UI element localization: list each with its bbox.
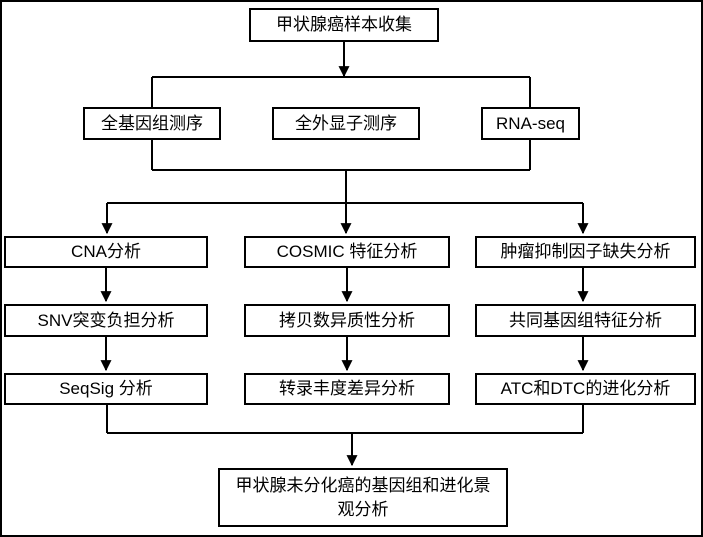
node-rna-seq-label: RNA-seq <box>496 113 565 133</box>
node-atc-dtc-evolution-analysis: ATC和DTC的进化分析 <box>475 373 696 405</box>
node-snv-mutation-burden-analysis: SNV突变负担分析 <box>4 304 208 337</box>
node-final-genomic-evolution-landscape-label: 甲状腺未分化癌的基因组和进化景 观分析 <box>235 475 491 519</box>
node-tumor-suppressor-loss-analysis: 肿瘤抑制因子缺失分析 <box>475 236 696 268</box>
node-tumor-suppressor-loss-analysis-label: 肿瘤抑制因子缺失分析 <box>500 242 671 262</box>
node-whole-exome-sequencing-label: 全外显子测序 <box>295 113 397 133</box>
node-transcript-abundance-diff-analysis: 转录丰度差异分析 <box>244 373 450 405</box>
node-cosmic-signature-analysis: COSMIC 特征分析 <box>244 236 450 268</box>
node-copy-number-heterogeneity-analysis: 拷贝数异质性分析 <box>244 304 450 337</box>
node-snv-mutation-burden-analysis-label: SNV突变负担分析 <box>37 310 175 330</box>
node-whole-genome-sequencing-label: 全基因组测序 <box>101 113 203 133</box>
node-copy-number-heterogeneity-analysis-label: 拷贝数异质性分析 <box>279 310 415 330</box>
node-seqsig-analysis: SeqSig 分析 <box>4 373 208 405</box>
node-cna-analysis: CNA分析 <box>4 236 208 268</box>
node-transcript-abundance-diff-analysis-label: 转录丰度差异分析 <box>279 379 415 399</box>
node-whole-exome-sequencing: 全外显子测序 <box>272 107 420 140</box>
node-rna-seq: RNA-seq <box>481 107 580 140</box>
node-whole-genome-sequencing: 全基因组测序 <box>83 107 221 140</box>
node-cosmic-signature-analysis-label: COSMIC 特征分析 <box>276 242 418 262</box>
node-common-genomic-features-analysis: 共同基因组特征分析 <box>475 304 696 337</box>
node-common-genomic-features-analysis-label: 共同基因组特征分析 <box>509 310 662 330</box>
node-final-genomic-evolution-landscape: 甲状腺未分化癌的基因组和进化景 观分析 <box>218 468 508 527</box>
node-cna-analysis-label: CNA分析 <box>71 242 141 262</box>
node-seqsig-analysis-label: SeqSig 分析 <box>59 379 153 399</box>
node-atc-dtc-evolution-analysis-label: ATC和DTC的进化分析 <box>500 379 671 399</box>
node-sample-collection: 甲状腺癌样本收集 <box>249 8 439 42</box>
node-sample-collection-label: 甲状腺癌样本收集 <box>276 15 412 35</box>
